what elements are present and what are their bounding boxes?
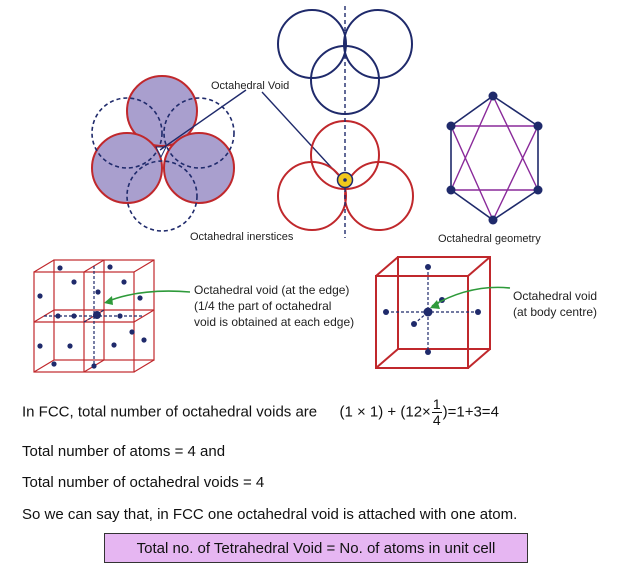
equation-part1: (1 × 1) + (12× (339, 403, 431, 421)
body-void-caption-line2: (at body centre) (513, 305, 598, 319)
body-centre-cube (375, 256, 491, 369)
fcc-equation-line: In FCC, total number of octahedral voids… (22, 397, 499, 428)
edge-void-arrow (105, 290, 191, 303)
body-centre-atoms (383, 264, 481, 355)
edge-void-caption-line1: Octahedral void (at the edge) (194, 283, 350, 297)
pointer-line-left (159, 89, 247, 151)
octahedral-geometry-diagram (446, 91, 543, 225)
octahedral-void-figure (33, 6, 543, 373)
fcc-intro-text: In FCC, total number of octahedral voids… (22, 403, 318, 421)
edge-void-caption-line3: void is obtained at each edge) (194, 315, 355, 329)
atoms-count-line: Total number of atoms = 4 and (22, 443, 226, 460)
pointer-line-right (261, 91, 342, 179)
octahedral-interstices-label: Octahedral inerstices (190, 231, 294, 243)
voids-count-line: Total number of octahedral voids = 4 (22, 474, 265, 491)
conclusion-line: So we can say that, in FCC one octahedra… (22, 506, 518, 523)
edge-void-caption: Octahedral void (at the edge) (1/4 the p… (194, 282, 354, 330)
edge-void-caption-line2: (1/4 the part of octahedral (194, 299, 332, 313)
body-void-arrow (431, 286, 511, 307)
body-void-caption: Octahedral void (at body centre) (513, 288, 597, 320)
octahedral-interstice-diagram (277, 6, 414, 238)
tetrahedral-void-summary-box: Total no. of Tetrahedral Void = No. of a… (104, 533, 528, 563)
octahedral-void-label: Octahedral Void (211, 80, 290, 92)
edge-void-arrowhead (104, 296, 113, 305)
sphere-layers-diagram (91, 75, 235, 232)
fraction-denominator: 4 (432, 412, 441, 428)
body-void-arrowhead (430, 300, 440, 309)
body-void-caption-line1: Octahedral void (513, 289, 598, 303)
body-centre-axes (386, 267, 478, 352)
edge-void-atoms (37, 264, 147, 369)
fraction-numerator: 1 (431, 396, 442, 413)
octahedral-geometry-label: Octahedral geometry (438, 233, 541, 245)
equation-part2: )=1+3=4 (442, 403, 499, 421)
